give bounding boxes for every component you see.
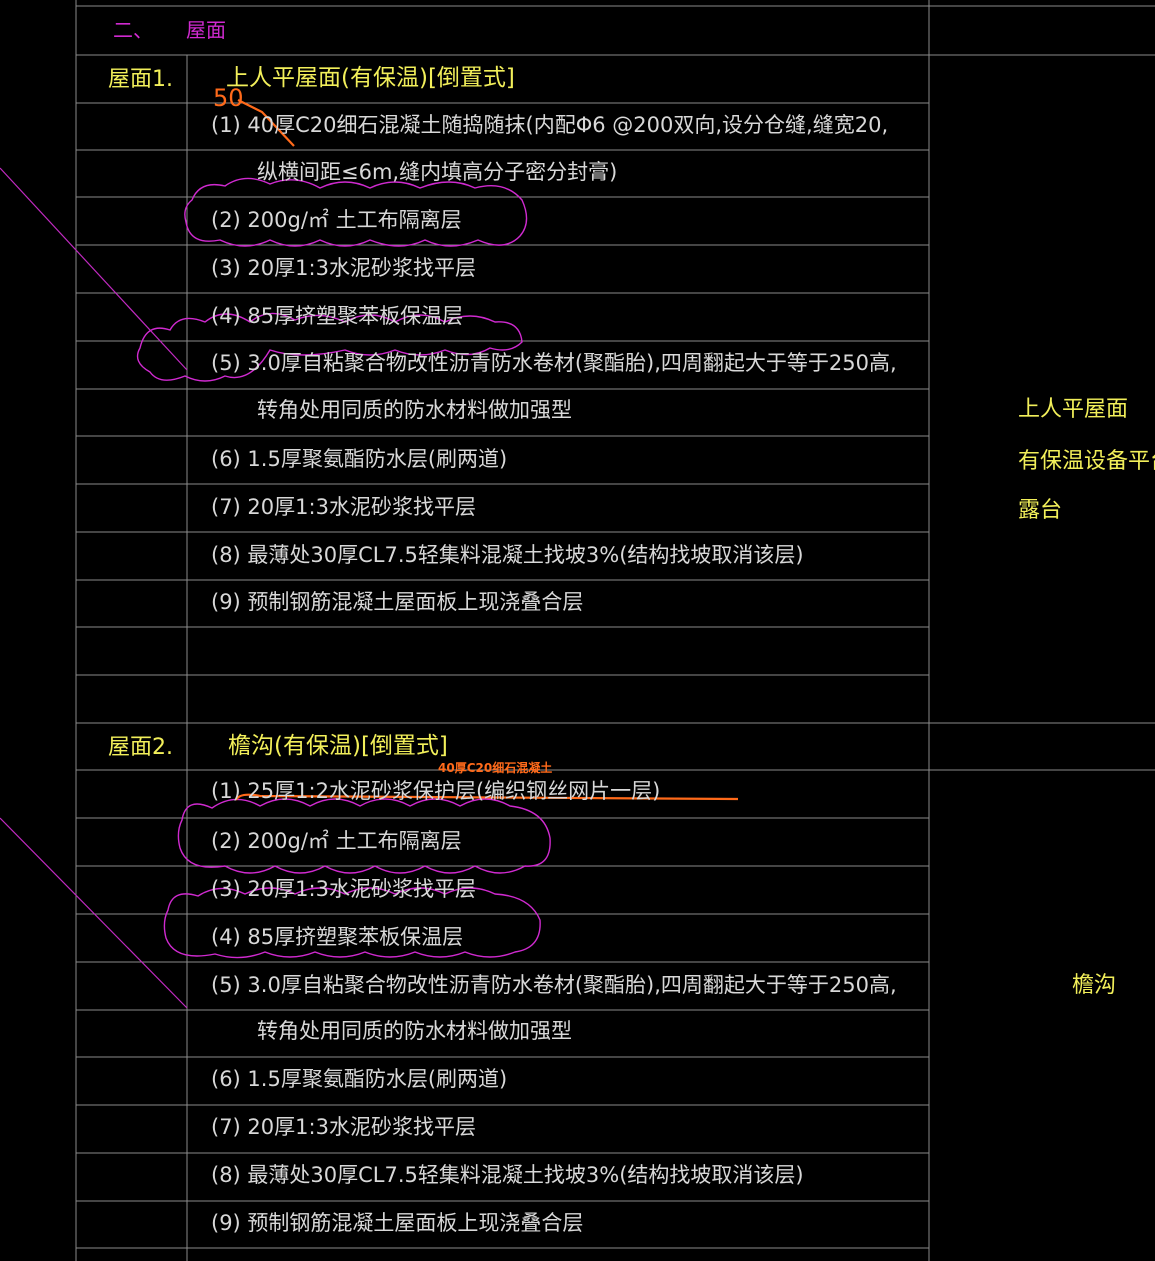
- roof1-label: 屋面1.: [108, 67, 173, 92]
- table-grid: [75, 0, 1155, 1261]
- roof2-item: (5) 3.0厚自粘聚合物改性沥青防水卷材(聚酯胎),四周翻起大于等于250高,: [211, 973, 897, 997]
- roof1-usage: 露台: [1018, 498, 1063, 523]
- roof1-item: (5) 3.0厚自粘聚合物改性沥青防水卷材(聚酯胎),四周翻起大于等于250高,: [211, 351, 897, 375]
- roof2-item: (6) 1.5厚聚氨酯防水层(刷两道): [211, 1067, 508, 1091]
- section-number: 二、: [113, 18, 153, 42]
- roof1-usage: 有保温设备平台: [1018, 449, 1155, 474]
- roof1-item: (9) 预制钢筋混凝土屋面板上现浇叠合层: [211, 590, 584, 614]
- roof2-item: (2) 200g/㎡ 土工布隔离层: [211, 829, 462, 853]
- roof1-item: (1) 40厚C20细石混凝土随捣随抹(内配Φ6 @200双向,设分仓缝,缝宽2…: [211, 113, 889, 137]
- revision-clouds: [136, 177, 551, 959]
- roof1-title: 上人平屋面(有保温)[倒置式]: [226, 65, 515, 91]
- roof1-item: 纵横间距≤6m,缝内填高分子密分封膏): [257, 160, 618, 184]
- roof2-usage: 檐沟: [1072, 973, 1117, 998]
- roof1-item: (3) 20厚1:3水泥砂浆找平层: [211, 256, 476, 280]
- roof1-item: (2) 200g/㎡ 土工布隔离层: [211, 208, 462, 232]
- roof2-item: (7) 20厚1:3水泥砂浆找平层: [211, 1115, 476, 1139]
- roof1-markup-annotation: 50: [213, 84, 244, 112]
- roof2-item: (8) 最薄处30厚CL7.5轻集料混凝土找坡3%(结构找坡取消该层): [211, 1163, 804, 1187]
- roof1-item: 转角处用同质的防水材料做加强型: [257, 398, 572, 422]
- roof2-item: (1) 25厚1:2水泥砂浆保护层(编织钢丝网片一层): [211, 779, 661, 803]
- roof1-item: (6) 1.5厚聚氨酯防水层(刷两道): [211, 447, 508, 471]
- roof2-item: (3) 20厚1:3水泥砂浆找平层: [211, 877, 476, 901]
- roof2-item: 转角处用同质的防水材料做加强型: [257, 1019, 572, 1043]
- roof2-item: (9) 预制钢筋混凝土屋面板上现浇叠合层: [211, 1211, 584, 1235]
- diagonal-lines: [0, 167, 188, 1009]
- roof2-item: (4) 85厚挤塑聚苯板保温层: [211, 925, 464, 949]
- markup-strokes: [235, 99, 739, 801]
- roof2-label: 屋面2.: [108, 735, 173, 760]
- roof2-markup-annotation: 40厚C20细石混凝土: [438, 761, 553, 775]
- roof1-item: (4) 85厚挤塑聚苯板保温层: [211, 304, 464, 328]
- section-title: 屋面: [186, 18, 226, 42]
- roof1-item: (8) 最薄处30厚CL7.5轻集料混凝土找坡3%(结构找坡取消该层): [211, 543, 804, 567]
- roof1-item: (7) 20厚1:3水泥砂浆找平层: [211, 495, 476, 519]
- roof1-usage: 上人平屋面: [1018, 397, 1129, 422]
- roof2-title: 檐沟(有保温)[倒置式]: [228, 733, 448, 759]
